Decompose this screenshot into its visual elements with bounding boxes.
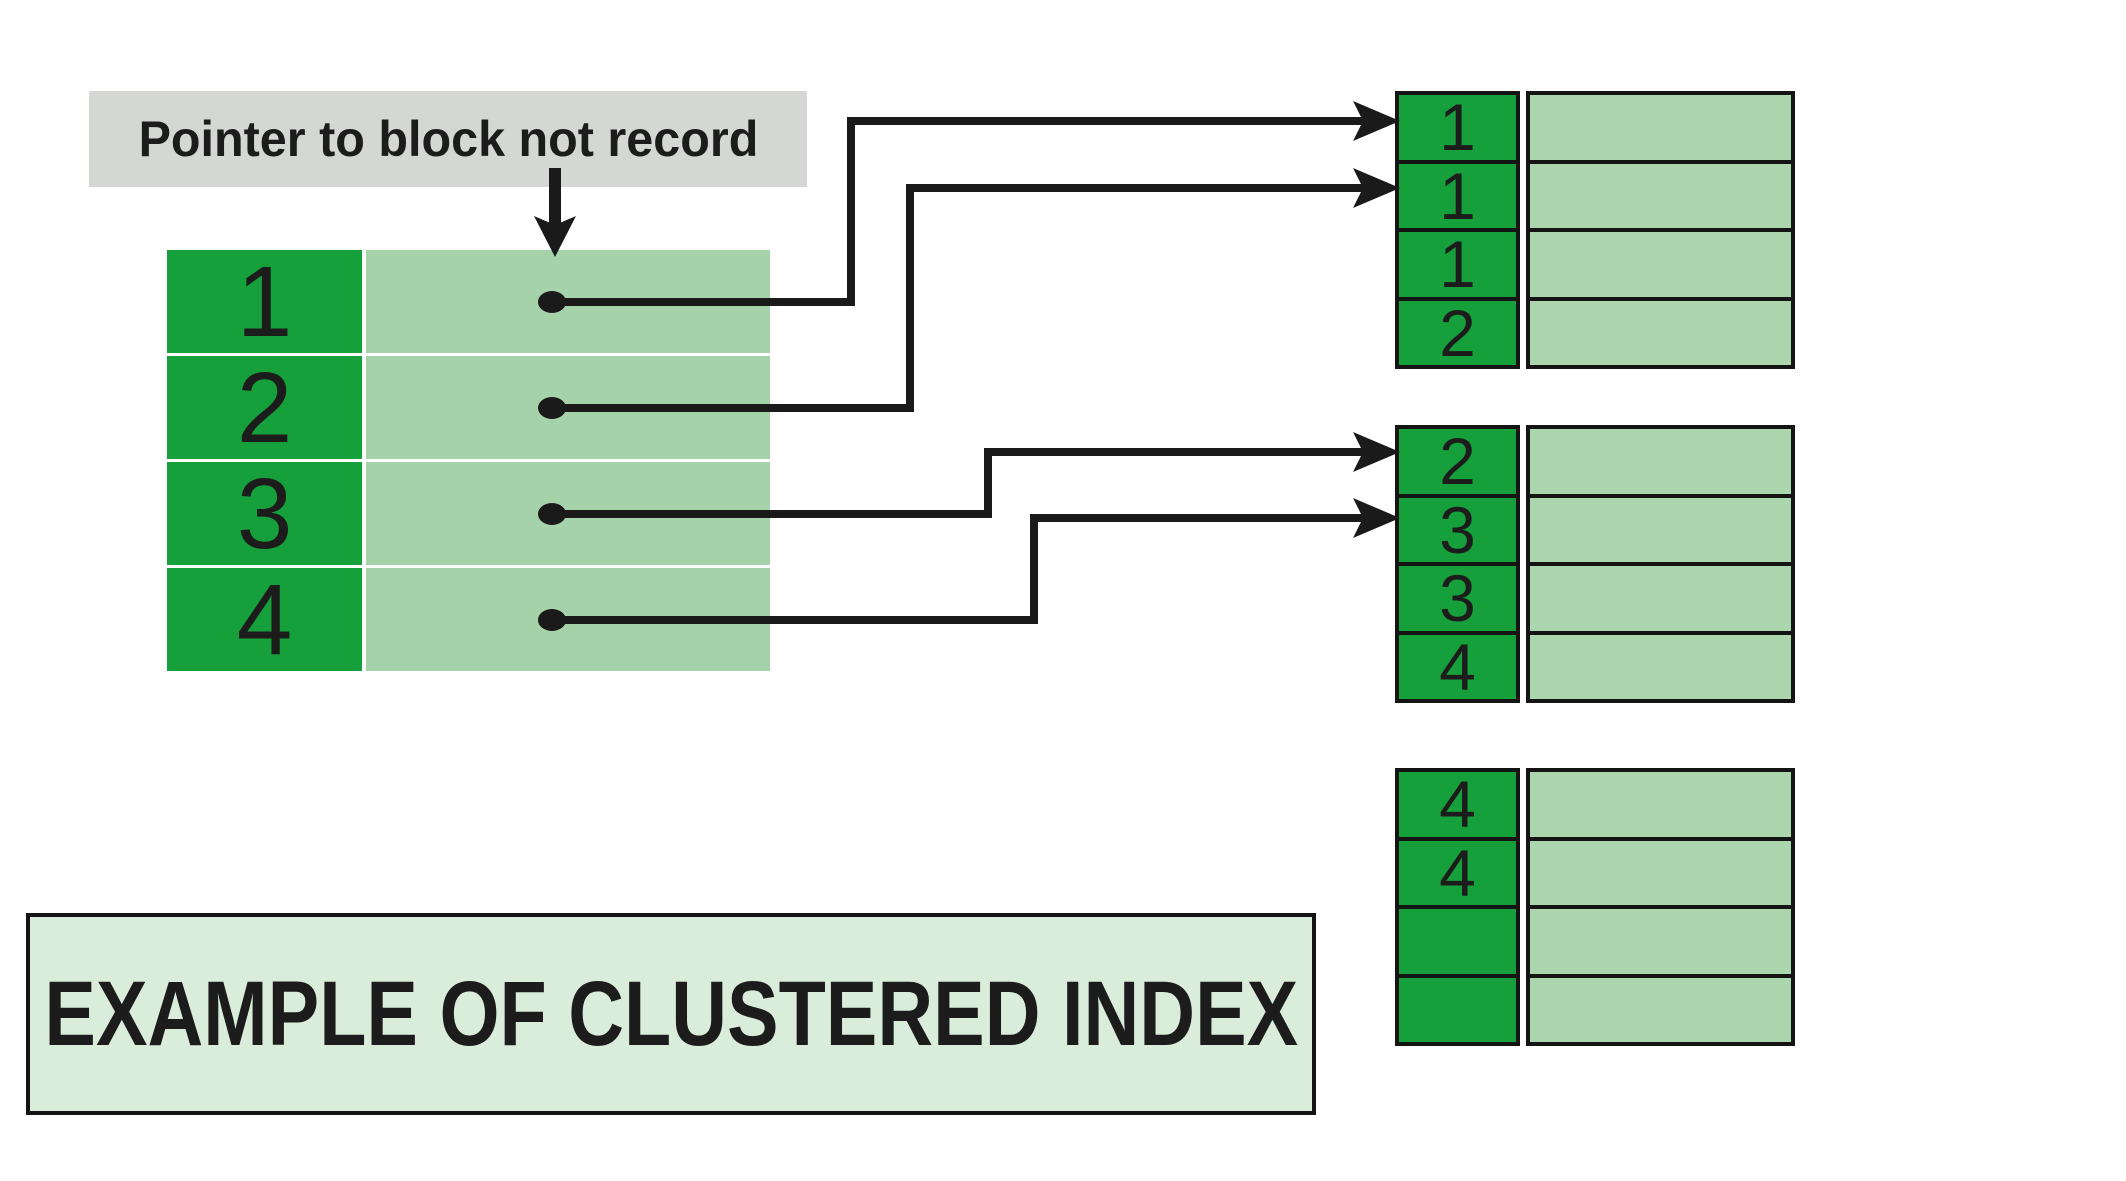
index-row: 4 — [167, 568, 770, 671]
pointer-to-block-label: Pointer to block not record — [89, 91, 807, 187]
block-data-column — [1526, 425, 1795, 703]
caption-box: EXAMPLE OF CLUSTERED INDEX — [26, 913, 1316, 1115]
block-data-cell — [1526, 296, 1795, 369]
block-key-column: 2 3 3 4 — [1395, 425, 1520, 703]
block-key-cell: 2 — [1395, 425, 1520, 498]
block-data-cell — [1526, 836, 1795, 909]
block-data-cell — [1526, 159, 1795, 232]
block-data-cell — [1526, 905, 1795, 978]
index-key-cell: 2 — [167, 356, 362, 459]
index-pointer-cell — [366, 462, 770, 565]
block-key-cell: 1 — [1395, 159, 1520, 232]
block-data-cell — [1526, 493, 1795, 566]
data-block-3: 4 4 — [1395, 768, 1795, 1046]
pointer-to-block-label-text: Pointer to block not record — [138, 111, 758, 167]
block-data-cell — [1526, 228, 1795, 301]
index-row: 2 — [167, 356, 770, 459]
block-key-cell: 3 — [1395, 562, 1520, 635]
index-row: 1 — [167, 250, 770, 353]
arrowhead-right-icon — [1353, 101, 1400, 141]
index-pointer-cell — [366, 356, 770, 459]
block-key-cell: 1 — [1395, 91, 1520, 164]
block-data-column — [1526, 768, 1795, 1046]
arrowhead-right-icon — [1353, 432, 1400, 472]
index-key-cell: 4 — [167, 568, 362, 671]
block-key-cell: 2 — [1395, 296, 1520, 369]
block-key-cell — [1395, 973, 1520, 1046]
index-key-cell: 1 — [167, 250, 362, 353]
data-block-2: 2 3 3 4 — [1395, 425, 1795, 703]
block-key-column: 1 1 1 2 — [1395, 91, 1520, 369]
block-key-cell: 1 — [1395, 228, 1520, 301]
block-data-cell — [1526, 973, 1795, 1046]
block-data-cell — [1526, 562, 1795, 635]
block-data-column — [1526, 91, 1795, 369]
index-key-cell: 3 — [167, 462, 362, 565]
index-pointer-cell — [366, 250, 770, 353]
block-key-cell: 4 — [1395, 630, 1520, 703]
block-key-cell — [1395, 905, 1520, 978]
arrowhead-right-icon — [1353, 498, 1400, 538]
block-key-column: 4 4 — [1395, 768, 1520, 1046]
caption-text: EXAMPLE OF CLUSTERED INDEX — [44, 962, 1298, 1065]
index-pointer-cell — [366, 568, 770, 671]
data-block-1: 1 1 1 2 — [1395, 91, 1795, 369]
block-data-cell — [1526, 425, 1795, 498]
block-data-cell — [1526, 630, 1795, 703]
block-key-cell: 4 — [1395, 768, 1520, 841]
index-table: 1 2 3 4 — [167, 250, 770, 671]
index-row: 3 — [167, 462, 770, 565]
block-data-cell — [1526, 91, 1795, 164]
block-data-cell — [1526, 768, 1795, 841]
block-key-cell: 3 — [1395, 493, 1520, 566]
block-key-cell: 4 — [1395, 836, 1520, 909]
arrowhead-right-icon — [1353, 168, 1400, 208]
